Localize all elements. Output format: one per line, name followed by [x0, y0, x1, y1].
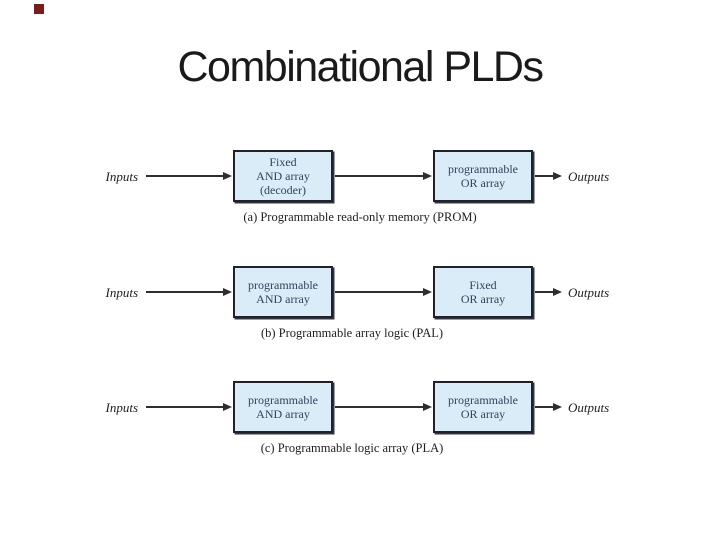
arrowhead-icon [423, 288, 432, 296]
output-wire [535, 291, 554, 293]
arrowhead-icon [223, 172, 232, 180]
caption-pla: (c) Programmable logic array (PLA) [260, 441, 444, 455]
middle-wire [335, 291, 424, 293]
arrowhead-icon [223, 403, 232, 411]
arrowhead-icon [553, 403, 562, 411]
outputs-label: Outputs [568, 285, 610, 300]
input-wire [146, 406, 224, 408]
middle-wire [335, 175, 424, 177]
arrowhead-icon [423, 172, 432, 180]
inputs-label: Inputs [105, 285, 139, 300]
arrowhead-icon [553, 288, 562, 296]
inputs-label: Inputs [105, 400, 139, 415]
arrowhead-icon [223, 288, 232, 296]
input-wire [146, 291, 224, 293]
caption-pal: (b) Programmable array logic (PAL) [260, 326, 444, 340]
output-wire [535, 175, 554, 177]
page-title: Combinational PLDs [177, 43, 544, 91]
slide-corner-marker [34, 4, 44, 14]
outputs-label: Outputs [568, 400, 610, 415]
input-wire [146, 175, 224, 177]
arrowhead-icon [553, 172, 562, 180]
arrowhead-icon [423, 403, 432, 411]
middle-wire [335, 406, 424, 408]
inputs-label: Inputs [105, 169, 139, 184]
caption-prom: (a) Programmable read-only memory (PROM) [243, 210, 477, 224]
output-wire [535, 406, 554, 408]
outputs-label: Outputs [568, 169, 610, 184]
